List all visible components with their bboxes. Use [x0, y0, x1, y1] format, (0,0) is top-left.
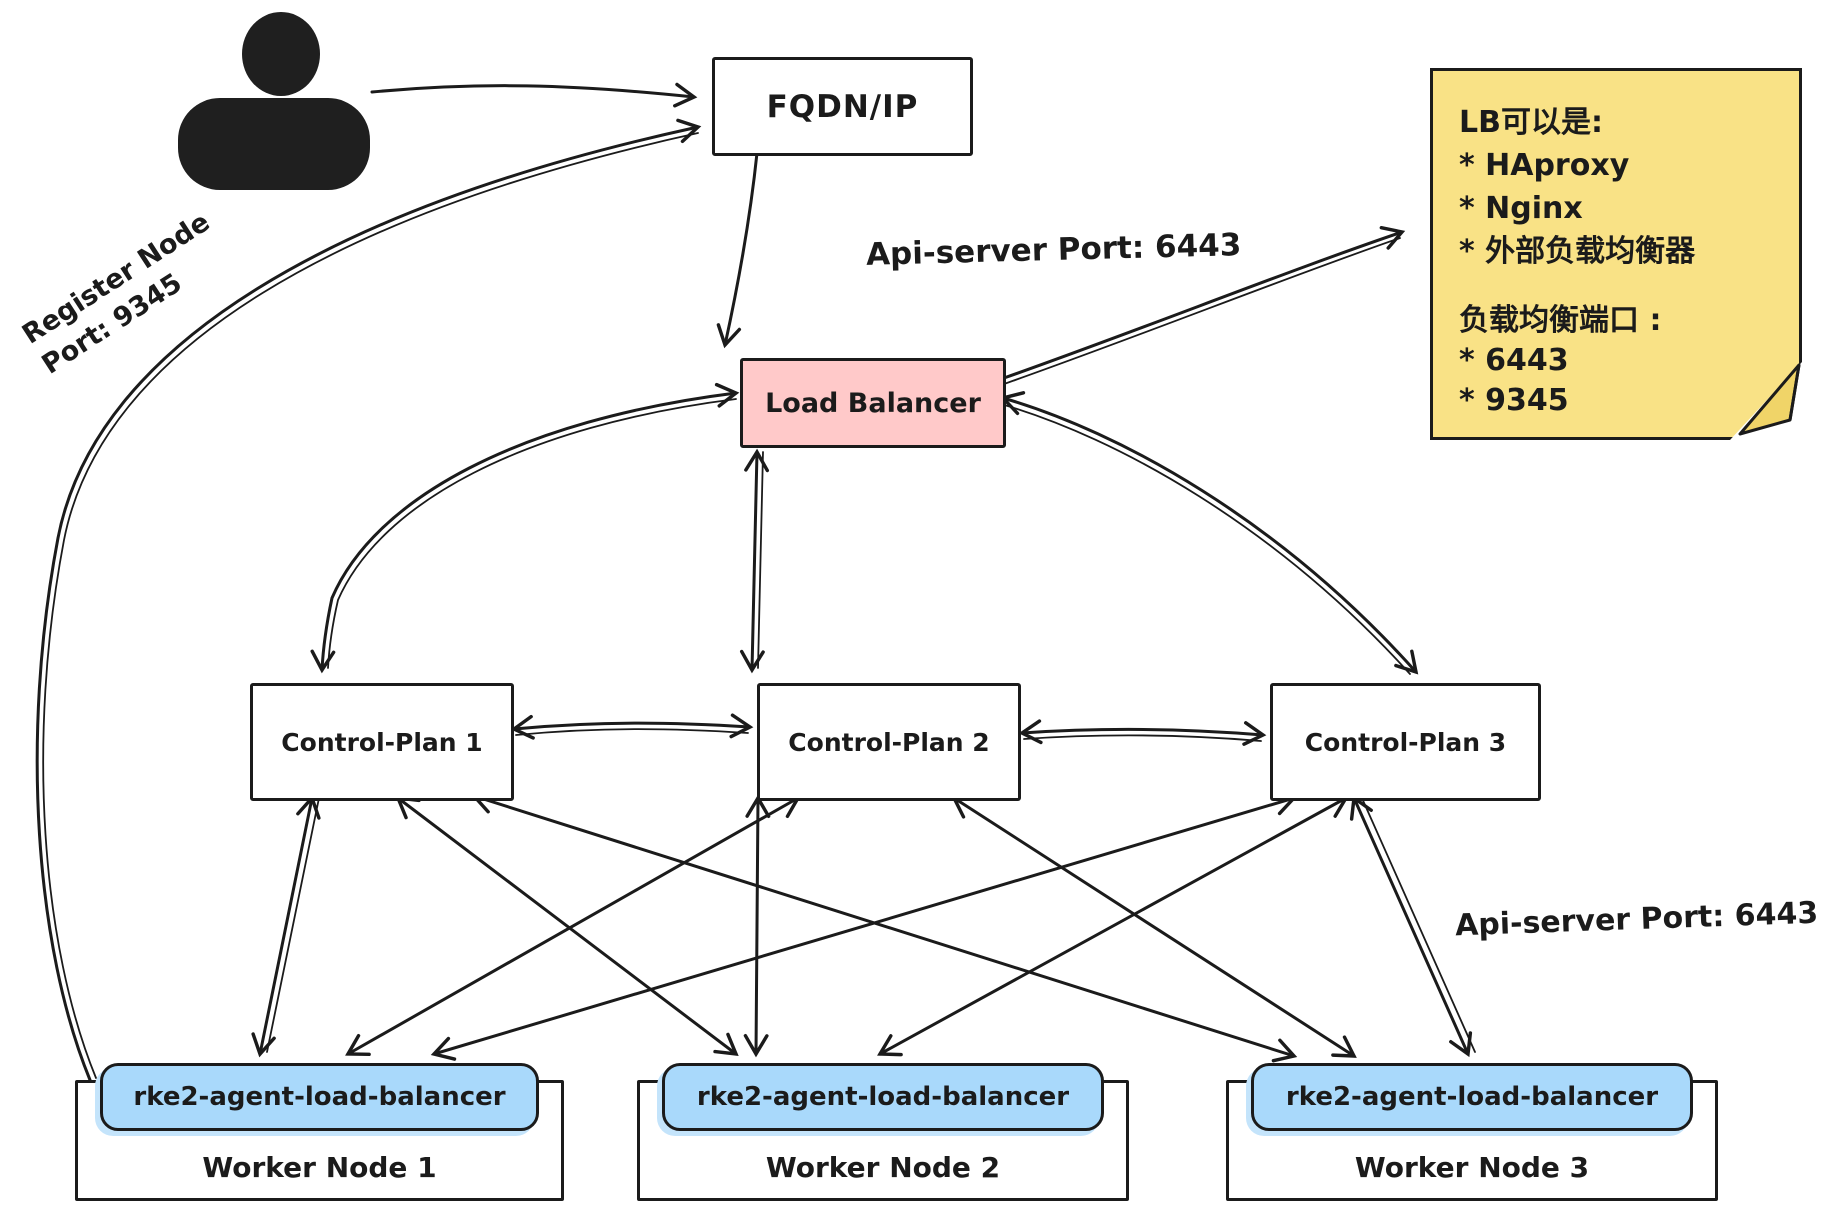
arrow-cp3-worker3-2 [1360, 795, 1476, 1053]
note-line-nginx: * Nginx [1459, 191, 1583, 226]
note-line-haproxy: * HAproxy [1459, 148, 1630, 183]
worker-node-2-label: Worker Node 2 [765, 1151, 1001, 1184]
note-line-external-lb: * 外部负载均衡器 [1459, 234, 1696, 269]
control-plane-1-label: Control-Plan 1 [281, 727, 483, 757]
arrow-lb-cp1 [310, 382, 740, 674]
arrow-lb-to-note [1002, 225, 1406, 380]
agent-pill-1: rke2-agent-load-balancer [100, 1063, 539, 1131]
arrow-cp2-worker3 [951, 796, 1357, 1058]
load-balancer-node: Load Balancer [740, 358, 1006, 448]
arrow-lb-to-note-2 [1003, 237, 1401, 385]
note-spacer [1459, 273, 1799, 301]
arrow-lb-cp3-2 [1000, 403, 1411, 675]
note-line-port-6443: * 6443 [1459, 343, 1569, 378]
control-plane-3-label: Control-Plan 3 [1304, 727, 1507, 757]
worker-node-2: rke2-agent-load-balancer Worker Node 2 [637, 1063, 1129, 1201]
load-balancer-label: Load Balancer [765, 387, 981, 419]
arrow-cp3-worker3 [1349, 794, 1473, 1058]
note-line-title: LB可以是: [1459, 105, 1603, 140]
arrow-register-node-2 [42, 132, 699, 1079]
control-plane-2-node: Control-Plan 2 [757, 683, 1021, 801]
note-folded-corner-icon [1730, 362, 1802, 440]
user-silhouette-icon [178, 12, 370, 190]
note-line-ports-title: 负载均衡端口 : [1459, 303, 1662, 338]
arrow-lb-cp3 [999, 391, 1419, 675]
control-plane-1-node: Control-Plan 1 [250, 683, 514, 801]
arrow-cp1-worker1 [251, 794, 321, 1058]
arrow-cp1-cp2 [510, 713, 754, 740]
agent-pill-2: rke2-agent-load-balancer [662, 1063, 1104, 1131]
agent-pill-3: rke2-agent-load-balancer [1251, 1063, 1693, 1131]
agent-pill-1-label: rke2-agent-load-balancer [133, 1082, 506, 1112]
arrow-lb-cp2 [739, 448, 770, 674]
note-line-port-9345: * 9345 [1459, 383, 1569, 418]
worker-node-3-label: Worker Node 3 [1354, 1151, 1590, 1184]
sticky-note: LB可以是: * HAproxy * Nginx * 外部负载均衡器 负载均衡端… [1430, 68, 1802, 440]
arrow-cp2-cp3 [1018, 719, 1267, 746]
arrow-fqdn-to-lb [716, 151, 759, 349]
worker-node-1: rke2-agent-load-balancer Worker Node 1 [75, 1063, 564, 1201]
agent-pill-3-label: rke2-agent-load-balancer [1285, 1082, 1659, 1112]
arrow-cp2-cp3-2 [1023, 734, 1262, 742]
control-plane-3-node: Control-Plan 3 [1270, 683, 1541, 801]
arrow-register-node [35, 118, 702, 1082]
arrow-user-to-fqdn [370, 82, 698, 108]
agent-pill-2-label: rke2-agent-load-balancer [696, 1082, 1070, 1112]
worker-node-1-label: Worker Node 1 [202, 1151, 437, 1184]
arrow-cp2-worker2 [743, 794, 771, 1058]
fqdn-node: FQDN/IP [712, 57, 973, 156]
arrow-cp1-cp2-2 [515, 728, 749, 736]
arrow-lb-cp2-2 [757, 451, 764, 669]
arrow-cp3-worker2 [877, 795, 1349, 1057]
control-plane-2-label: Control-Plan 2 [788, 727, 990, 757]
arrow-cp2-worker1 [345, 795, 801, 1057]
worker-node-3: rke2-agent-load-balancer Worker Node 3 [1226, 1063, 1718, 1201]
arrow-cp1-worker1-2 [266, 797, 320, 1053]
fqdn-label: FQDN/IP [766, 88, 919, 125]
arrow-lb-cp1-2 [327, 398, 737, 669]
